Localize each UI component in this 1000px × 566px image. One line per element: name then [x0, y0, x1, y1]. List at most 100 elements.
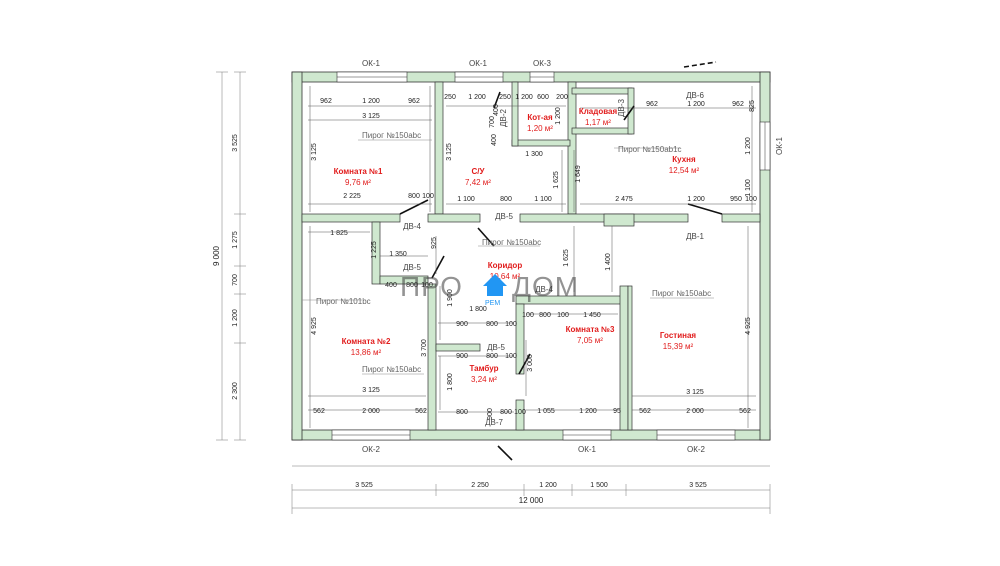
dim-label: 900 — [456, 353, 468, 360]
dim-label: 562 — [639, 408, 651, 415]
dim-label: 3 125 — [362, 387, 380, 394]
dim-label: 800 — [500, 409, 512, 416]
dim-label: 962 — [320, 98, 332, 105]
dim-label: 200 — [556, 94, 568, 101]
dim-label: 100 — [514, 409, 526, 416]
dim-label: 2 475 — [615, 196, 633, 203]
dim-label: 1 800 — [447, 373, 454, 391]
room-name-bathroom: С/У — [472, 167, 486, 176]
dim-label: 562 — [313, 408, 325, 415]
window-mark: ОК-1 — [578, 445, 597, 454]
dim-label: 3 000 — [527, 354, 534, 372]
dim-label: 700 — [232, 274, 239, 286]
dim-label: 1 100 — [457, 196, 475, 203]
room-area-bedroom-1: 9,76 м² — [345, 178, 371, 187]
interior-dimension-lines — [308, 86, 756, 428]
room-name-boiler: Кот-ая — [527, 113, 553, 122]
dim-label: 400 — [491, 134, 498, 146]
dim-label: 2 225 — [343, 193, 361, 200]
door-mark: ДВ-6 — [686, 91, 704, 100]
dim-label: 1 200 — [539, 482, 557, 489]
dim-total-left: 9 000 — [212, 245, 221, 266]
room-area-bathroom: 7,42 м² — [465, 178, 491, 187]
dim-label: 3 125 — [311, 143, 318, 161]
wall-type-note: Пирог №150abc — [652, 289, 711, 298]
dim-label: 800 — [456, 409, 468, 416]
dim-label: 950 — [730, 196, 742, 203]
external-dimensions — [216, 71, 771, 514]
dims-middle: 3 125 3 125 1 625 1 649 1 200 1 100 2 22… — [311, 137, 757, 203]
room-area-corridor: 10,64 м² — [490, 272, 521, 281]
dim-label: 3 525 — [689, 482, 707, 489]
dim-label: 1 200 — [232, 309, 239, 327]
dims-bottom: 3 525 2 250 1 200 1 500 3 525 12 000 — [355, 482, 707, 505]
house-icon — [483, 274, 507, 296]
dim-label: 1 200 — [579, 408, 597, 415]
dim-label: 1 625 — [553, 171, 560, 189]
dim-label: 1 100 — [745, 179, 752, 197]
dim-label: 600 — [537, 94, 549, 101]
dim-label: 3 125 — [686, 389, 704, 396]
dim-label: 400 — [493, 104, 500, 116]
dim-label: 100 — [505, 353, 517, 360]
wall-type-note: Пирог №150abc — [482, 238, 541, 247]
dim-label: 562 — [739, 408, 751, 415]
dim-label: 925 — [431, 237, 438, 249]
dim-label: 4 925 — [745, 317, 752, 335]
watermark-text-left: ПРО — [400, 271, 463, 302]
dim-label: 800 — [539, 312, 551, 319]
room-name-kitchen: Кухня — [672, 155, 696, 164]
room-area-vestibule: 3,24 м² — [471, 375, 497, 384]
dim-label: 1 400 — [605, 253, 612, 271]
watermark-subtext: РЕМ — [485, 300, 500, 307]
dim-label: 2 250 — [471, 482, 489, 489]
dim-label: 800 — [486, 353, 498, 360]
wall-type-note: Пирог №101bc — [316, 297, 371, 306]
dims-bottom-row: 562 2 000 562 800 900 800 100 1 055 1 20… — [313, 408, 751, 420]
dim-label: 700 — [489, 116, 496, 128]
room-area-kitchen: 12,54 м² — [669, 166, 700, 175]
dim-label: 1 625 — [563, 249, 570, 267]
door-marks: ДВ-2 ДВ-3 ДВ-6 ДВ-4 ДВ-5 ДВ-1 ДВ-5 ДВ-4 … — [403, 91, 704, 427]
dim-label: 2 000 — [686, 408, 704, 415]
dim-label: 1 200 — [468, 94, 486, 101]
dim-label: 562 — [415, 408, 427, 415]
door-mark: ДВ-5 — [495, 212, 513, 221]
dim-label: 400 — [385, 282, 397, 289]
dim-label: 962 — [646, 101, 658, 108]
dim-label: 2 000 — [362, 408, 380, 415]
room-name-bedroom-2: Комната №2 — [342, 337, 391, 346]
watermark-text-right: ДОМ — [512, 271, 579, 302]
dim-label: 800 — [500, 196, 512, 203]
door-mark: ДВ-3 — [617, 99, 626, 117]
door-mark: ДВ-1 — [686, 232, 704, 241]
wall-type-notes: Пирог №150abc Пирог №150ab1c Пирог №150a… — [316, 131, 711, 374]
dim-label: 2 300 — [232, 382, 239, 400]
door-mark: ДВ-4 — [535, 285, 553, 294]
dim-label: 1 649 — [575, 165, 582, 183]
window-mark: ОК-1 — [775, 136, 784, 155]
dim-label: 1 200 — [687, 196, 705, 203]
room-area-boiler: 1,20 м² — [527, 124, 553, 133]
dim-label: 100 — [745, 196, 757, 203]
wall-type-note: Пирог №150abc — [362, 131, 421, 140]
dim-label: 1 300 — [525, 151, 543, 158]
dim-label: 3 525 — [232, 134, 239, 152]
interior-walls — [301, 81, 761, 431]
wall-type-note: Пирог №150abc — [362, 365, 421, 374]
dim-label: 100 — [505, 321, 517, 328]
dim-label: 962 — [732, 101, 744, 108]
dim-label: 1 200 — [362, 98, 380, 105]
dim-label: 100 — [422, 193, 434, 200]
room-area-storage: 1,17 м² — [585, 118, 611, 127]
door-mark: ДВ-5 — [487, 343, 505, 352]
room-name-vestibule: Тамбур — [469, 364, 498, 373]
door-mark: ДВ-2 — [499, 109, 508, 127]
room-name-corridor: Коридор — [488, 261, 523, 270]
dim-label: 1 200 — [745, 137, 752, 155]
room-name-bedroom-3: Комната №3 — [566, 325, 615, 334]
dim-label: 800 — [406, 282, 418, 289]
dims-left: 3 525 1 275 700 1 200 2 300 9 000 — [212, 134, 239, 400]
dim-label: 1 200 — [687, 101, 705, 108]
